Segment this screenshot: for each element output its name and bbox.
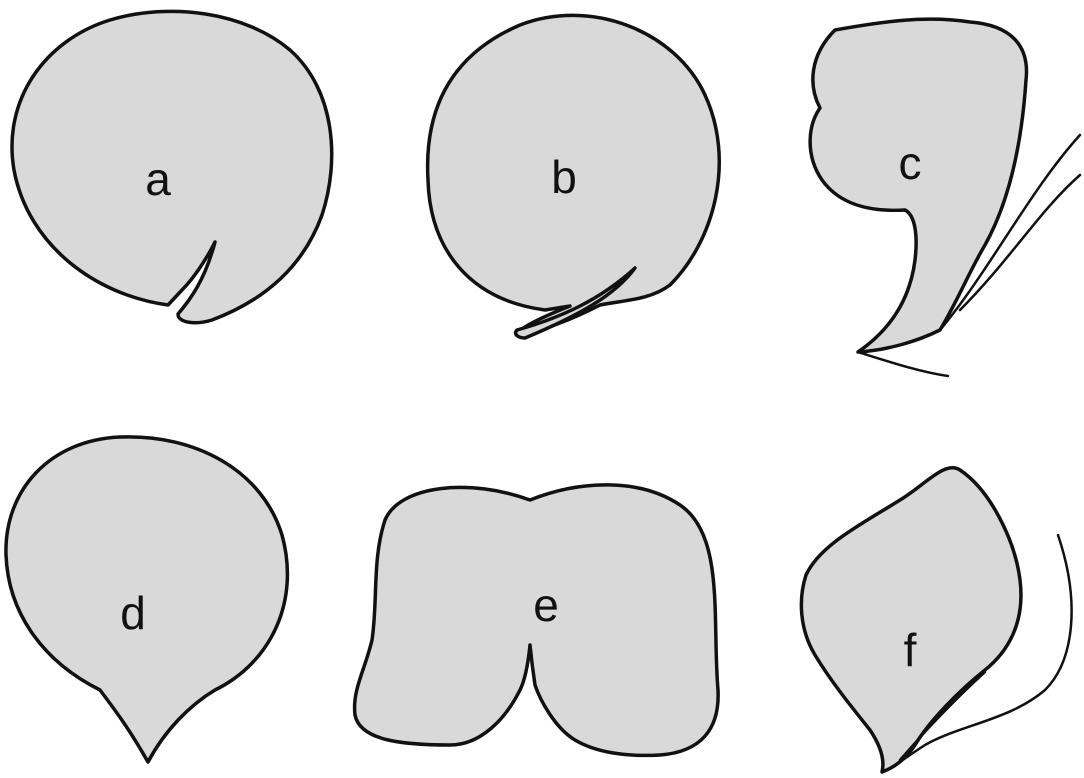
panel-e: e (355, 485, 719, 756)
panel-f: f (801, 468, 1071, 772)
panel-label-e: e (533, 579, 559, 631)
panel-label-d: d (120, 587, 146, 639)
panel-label-c: c (899, 137, 922, 189)
panel-d: d (6, 437, 287, 762)
panel-label-a: a (145, 153, 171, 205)
panel-b: b (428, 15, 720, 338)
panel-label-b: b (551, 151, 577, 203)
panel-a: a (12, 11, 332, 322)
panel-label-f: f (904, 624, 917, 676)
leaf-shape-d (6, 437, 287, 762)
leaf-shape-a (12, 11, 332, 322)
curve-line-c-base (858, 352, 948, 376)
panel-c: c (810, 19, 1080, 376)
leaf-shape-f (801, 468, 1021, 772)
